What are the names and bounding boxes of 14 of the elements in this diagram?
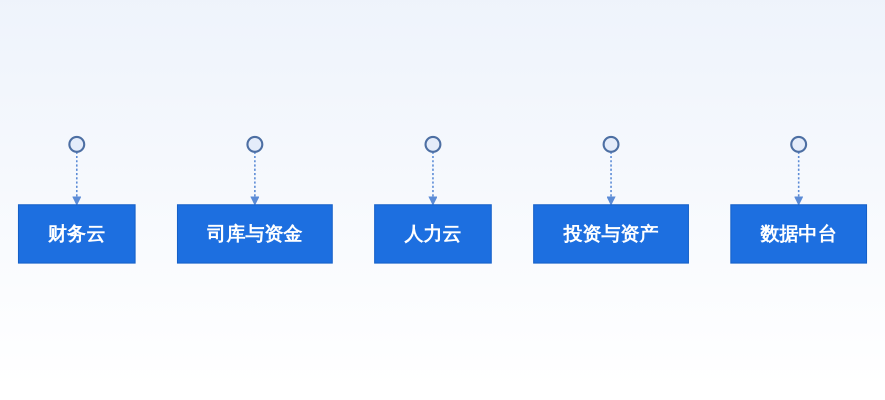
node-circle [68, 136, 86, 153]
node-box: 财务云 [18, 204, 136, 264]
node-circle [246, 136, 264, 153]
node-circle [790, 136, 808, 153]
node-box: 人力云 [374, 204, 492, 264]
arrow [72, 152, 82, 206]
node-circle [424, 136, 442, 153]
arrow [250, 152, 260, 206]
node-circle [602, 136, 620, 153]
node-box: 数据中台 [730, 204, 868, 264]
node-box: 司库与资金 [176, 204, 333, 264]
arrow [606, 152, 616, 206]
arrow [794, 152, 804, 206]
arrow [428, 152, 438, 206]
